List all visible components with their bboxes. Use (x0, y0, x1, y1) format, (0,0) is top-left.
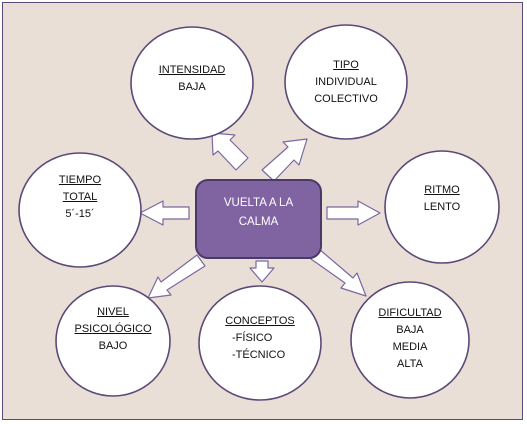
circle-tipo (284, 24, 408, 140)
arrow-to-ritmo (326, 200, 381, 226)
arrow-to-tipo (261, 138, 308, 182)
circle-dificultad (350, 281, 470, 399)
circle-ritmo (384, 150, 500, 264)
circle-intensidad (130, 26, 254, 140)
center-box (195, 179, 322, 259)
circle-nivel (55, 285, 171, 397)
arrow-to-intensidad (211, 132, 249, 171)
circle-conceptos (198, 285, 322, 401)
arrow-to-conceptos (249, 260, 275, 283)
arrow-to-dificultad (310, 248, 367, 297)
arrow-to-nivel (147, 254, 206, 299)
arrow-to-tiempo (139, 200, 190, 226)
circle-tiempo (18, 152, 142, 268)
